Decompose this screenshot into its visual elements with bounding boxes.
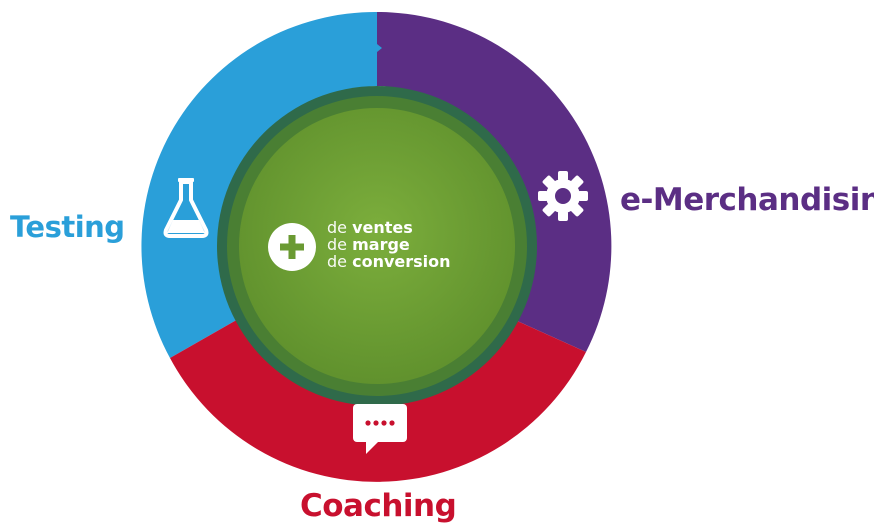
center-text: de ventes de marge de conversion <box>327 219 451 270</box>
center-line-ventes: de ventes <box>327 219 451 236</box>
center-word: marge <box>352 235 410 254</box>
center-line-conversion: de conversion <box>327 253 451 270</box>
center-line-marge: de marge <box>327 236 451 253</box>
speech-bubble-icon <box>353 404 407 454</box>
center-prefix: de <box>327 235 347 254</box>
center-word: conversion <box>352 252 451 271</box>
gear-icon <box>538 171 588 221</box>
segment-emerchandising <box>377 11 612 352</box>
label-coaching: Coaching <box>300 488 457 524</box>
center-word: ventes <box>352 218 413 237</box>
center-prefix: de <box>327 218 347 237</box>
label-testing: Testing <box>10 210 125 244</box>
label-emerchandising: e-Merchandising <box>620 182 874 218</box>
cycle-arrow <box>372 40 382 56</box>
plus-icon <box>268 223 316 271</box>
center-prefix: de <box>327 252 347 271</box>
center-circle <box>239 108 515 384</box>
flask-icon <box>163 178 209 238</box>
